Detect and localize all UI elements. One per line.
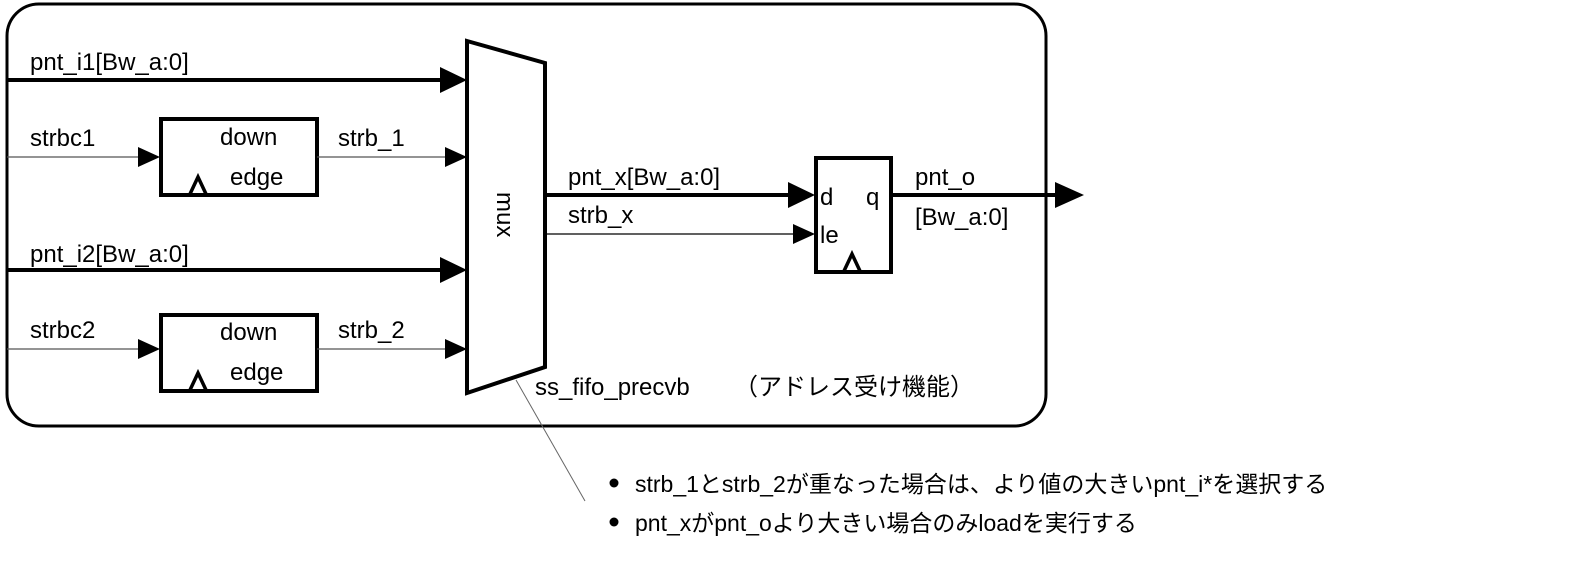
arrow-icon xyxy=(445,339,467,359)
register-d-port: d xyxy=(820,184,833,211)
strbc2-label: strbc2 xyxy=(30,317,95,344)
module-boundary xyxy=(5,2,1048,428)
register-q-port: q xyxy=(866,184,879,211)
arrow-icon xyxy=(788,182,815,208)
pnt-x-label: pnt_x[Bw_a:0] xyxy=(568,164,720,191)
clock-icon xyxy=(188,172,208,195)
leader-line xyxy=(515,379,586,502)
arrow-icon xyxy=(440,257,467,283)
edge-1-line1: down xyxy=(220,124,277,151)
arrow-icon xyxy=(1055,182,1084,208)
strb-x-label: strb_x xyxy=(568,202,633,229)
edge-detector-2 xyxy=(159,313,319,393)
arrow-icon xyxy=(440,67,467,93)
bullet-icon xyxy=(609,517,619,527)
note-1: strb_1とstrb_2が重なった場合は、より値の大きいpnt_i*を選択する xyxy=(635,471,1327,497)
pnt-i1-label: pnt_i1[Bw_a:0] xyxy=(30,49,189,76)
pnt-o-label: pnt_o xyxy=(915,164,975,191)
strb-2-label: strb_2 xyxy=(338,317,405,344)
register-le-port: le xyxy=(820,222,839,249)
arrow-icon xyxy=(138,147,160,167)
edge-1-line2: edge xyxy=(230,164,283,191)
note-2: pnt_xがpnt_oより大きい場合のみloadを実行する xyxy=(635,510,1137,536)
arrow-icon xyxy=(793,224,815,244)
mux-label: mux xyxy=(491,192,518,237)
clock-icon xyxy=(842,249,862,272)
module-description: （アドレス受け機能） xyxy=(734,374,974,401)
strbc1-label: strbc1 xyxy=(30,125,95,152)
edge-2-line1: down xyxy=(220,319,277,346)
mux-block xyxy=(465,38,547,396)
arrow-icon xyxy=(445,147,467,167)
clock-icon xyxy=(188,368,208,391)
arrow-icon xyxy=(138,339,160,359)
pnt-i2-label: pnt_i2[Bw_a:0] xyxy=(30,241,189,268)
edge-2-line2: edge xyxy=(230,359,283,386)
strb-1-label: strb_1 xyxy=(338,125,405,152)
bullet-icon xyxy=(609,478,619,488)
register-block xyxy=(814,156,893,274)
module-name: ss_fifo_precvb xyxy=(535,374,690,401)
pnt-o-width: [Bw_a:0] xyxy=(915,204,1008,231)
edge-detector-1 xyxy=(159,117,319,197)
